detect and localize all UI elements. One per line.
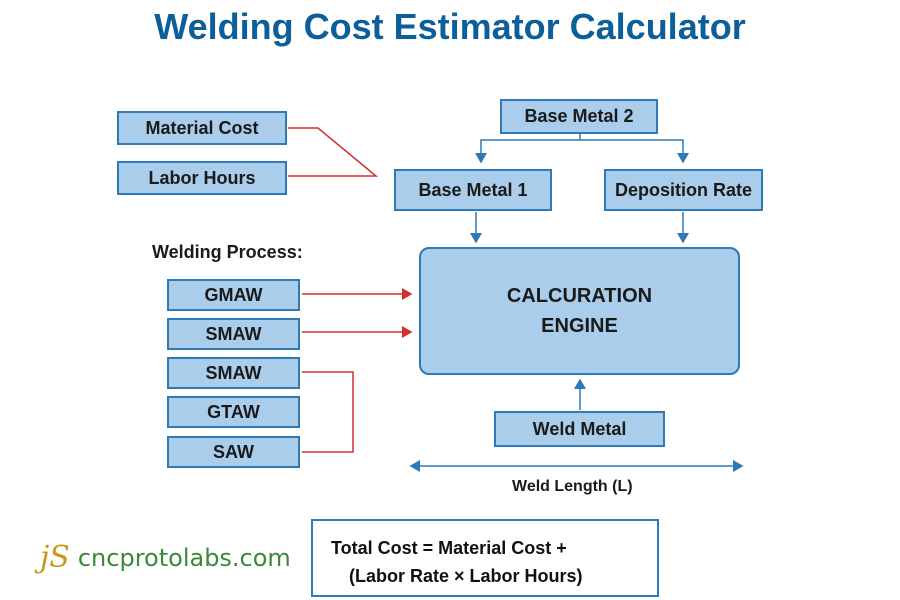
material-cost-box: Material Cost bbox=[117, 111, 287, 145]
logo-text: cncprotolabs.com bbox=[77, 543, 291, 572]
engine-label-line1: CALCURATION bbox=[506, 285, 653, 307]
process-item-gmaw: GMAW bbox=[167, 279, 300, 311]
weld-metal-box: Weld Metal bbox=[494, 411, 665, 447]
engine-label-line2: ENGINE bbox=[541, 315, 618, 337]
base-metal-2-to-deposition-arrow bbox=[580, 139, 689, 164]
formula-line1: Total Cost = Material Cost + bbox=[331, 538, 567, 558]
process-group-bracket bbox=[302, 371, 354, 453]
total-cost-formula-box: Total Cost = Material Cost + (Labor Rate… bbox=[311, 519, 659, 597]
labor-hours-box: Labor Hours bbox=[117, 161, 287, 195]
welding-process-heading: Welding Process: bbox=[152, 242, 303, 262]
process-item-smaw-2: SMAW bbox=[167, 357, 300, 389]
calculation-engine-box: CALCURATION ENGINE bbox=[419, 247, 740, 375]
deposition-rate-box: Deposition Rate bbox=[604, 169, 763, 211]
process-item-saw: SAW bbox=[167, 436, 300, 468]
base-metal-1-box: Base Metal 1 bbox=[394, 169, 552, 211]
weld-length-label: Weld Length (L) bbox=[512, 478, 633, 495]
process-item-gtaw: GTAW bbox=[167, 396, 300, 428]
base-metal-2-box: Base Metal 2 bbox=[500, 99, 658, 134]
diagram-title: Welding Cost Estimator Calculator bbox=[154, 6, 746, 47]
brand-logo: jS cncprotolabs.com bbox=[40, 540, 291, 575]
base-metal-2-to-base-metal-1-arrow bbox=[475, 134, 581, 164]
process-item-smaw: SMAW bbox=[167, 318, 300, 350]
logo-mark-icon: jS bbox=[40, 540, 70, 575]
formula-line2: (Labor Rate × Labor Hours) bbox=[349, 566, 583, 586]
material-labor-connector bbox=[288, 127, 379, 177]
